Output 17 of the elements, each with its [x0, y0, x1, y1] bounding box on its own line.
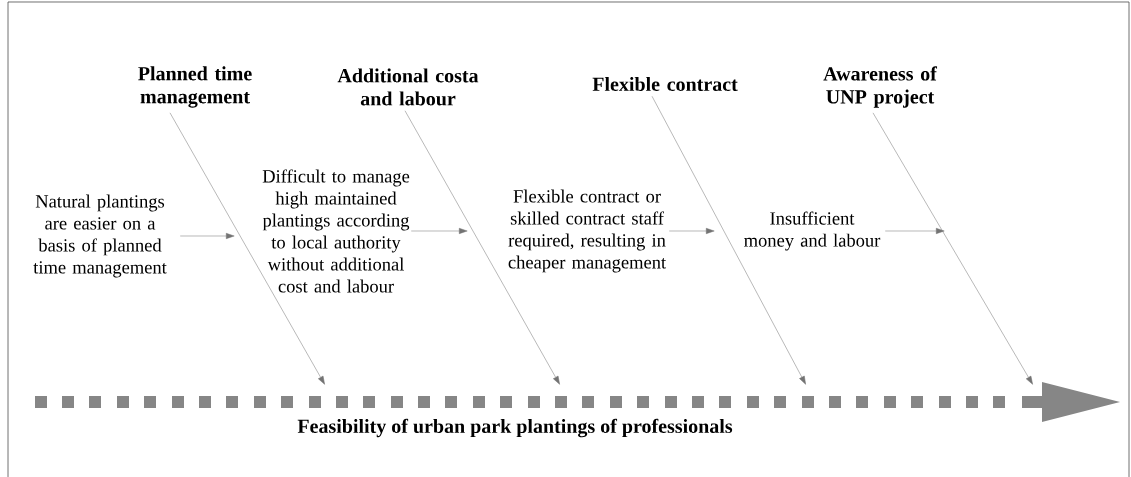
cause-text: Natural plantings are easier on a basis of planned time management [33, 194, 167, 278]
effect-label: Feasibility of urban park plantings of professionals [297, 418, 733, 438]
cause-text: Insufficient money and labour [744, 211, 881, 251]
arrow [884, 228, 945, 234]
bone-arrow [404, 110, 560, 385]
category-label: Flexible contract [592, 76, 738, 92]
bone-arrow [651, 96, 806, 385]
arrow [410, 228, 468, 234]
arrow [179, 233, 235, 239]
category-label: Planned time management [138, 66, 252, 108]
category-label: Additional costa and labour [337, 68, 479, 106]
cause-text: Difficult to manage high maintained plantings according to local authority without additional cost and labour [262, 169, 410, 293]
category-label: Awareness of UNP project [823, 66, 938, 108]
cause-text: Flexible contract or skilled contract staff required, resulting in cheaper management [508, 189, 666, 273]
bone-arrow [872, 112, 1033, 385]
bone-arrow [169, 112, 325, 385]
arrow [668, 228, 715, 234]
